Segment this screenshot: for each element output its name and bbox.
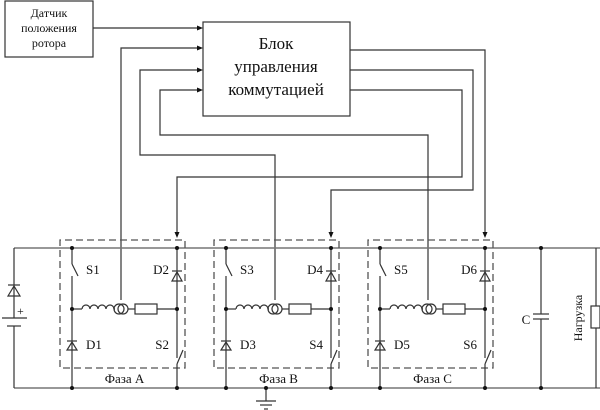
- junction-dot: [483, 307, 487, 311]
- current-sensor-icon: [113, 303, 125, 315]
- arrow-head: [197, 67, 203, 73]
- junction-dot: [224, 307, 228, 311]
- rotor-position-sensor-block: Датчик положения ротора: [4, 0, 94, 58]
- phase-label: Фаза A: [105, 371, 145, 386]
- dc-source: +: [2, 248, 27, 388]
- ground-icon: [256, 386, 276, 410]
- dc-link-capacitor: C: [522, 246, 549, 390]
- arrow-head: [197, 87, 203, 93]
- commutation-control-block: Блок управления коммутацией: [202, 21, 351, 117]
- lower-switch-label: S4: [309, 337, 323, 352]
- switch-upper-icon: [225, 263, 233, 277]
- phase-module-boundary: [213, 239, 340, 369]
- arrow-head: [328, 232, 334, 238]
- junction-dot: [175, 307, 179, 311]
- junction-dot: [175, 386, 179, 390]
- sensor-label-line-1: Датчик: [31, 6, 68, 20]
- switch-lower-icon: [484, 349, 492, 365]
- upper-switch-label: S5: [394, 262, 408, 277]
- phase-label: Фаза B: [259, 371, 298, 386]
- control-label-line-2: управления: [234, 57, 318, 76]
- junction-dot: [175, 246, 179, 250]
- upper-diode-label: D6: [461, 262, 477, 277]
- current-sensor-icon: [267, 303, 279, 315]
- upper-switch-label: S3: [240, 262, 254, 277]
- switch-lower-icon: [330, 349, 338, 365]
- diode-upper-icon: [478, 270, 492, 282]
- junction-dot: [224, 246, 228, 250]
- lower-diode-label: D5: [394, 337, 410, 352]
- switch-lower-icon: [176, 349, 184, 365]
- load: Нагрузка: [571, 248, 600, 388]
- source-diode-icon: [6, 284, 22, 297]
- junction-dot: [483, 246, 487, 250]
- diode-upper-icon: [170, 270, 184, 282]
- sensor-label-line-2: положения: [21, 21, 77, 35]
- junction-dot: [483, 386, 487, 390]
- lower-diode-label: D3: [240, 337, 256, 352]
- junction-dot: [70, 386, 74, 390]
- diode-upper-icon: [324, 270, 338, 282]
- diode-lower-icon: [65, 340, 79, 351]
- junction-dot: [378, 386, 382, 390]
- junction-dot: [70, 246, 74, 250]
- arrow-head: [482, 232, 488, 238]
- junction-dot: [329, 386, 333, 390]
- dc-bus: [14, 247, 600, 389]
- load-label: Нагрузка: [571, 294, 585, 341]
- inductor-icon: [235, 304, 269, 310]
- upper-switch-label: S1: [86, 262, 100, 277]
- junction-dot: [539, 386, 543, 390]
- battery-polarity-label: +: [17, 304, 24, 318]
- junction-dot: [224, 386, 228, 390]
- arrow-head: [197, 45, 203, 51]
- junction-dot: [329, 246, 333, 250]
- lower-diode-label: D1: [86, 337, 102, 352]
- phase-label: Фаза C: [413, 371, 452, 386]
- phase-module-boundary: [367, 239, 494, 369]
- lower-switch-label: S2: [155, 337, 169, 352]
- resistor-icon: [288, 303, 312, 315]
- arrow-head: [197, 25, 203, 31]
- control-wires-out: [174, 49, 488, 238]
- resistor-icon: [442, 303, 466, 315]
- control-label-line-1: Блок: [259, 34, 295, 53]
- control-label-line-3: коммутацией: [228, 80, 324, 99]
- junction-dot: [70, 307, 74, 311]
- junction-dot: [539, 246, 543, 250]
- phase-module-boundary: [59, 239, 186, 369]
- inductor-icon: [389, 304, 423, 310]
- capacitor-label: C: [522, 312, 531, 327]
- current-sensor-icon: [421, 303, 433, 315]
- junction-dot: [378, 307, 382, 311]
- inductor-icon: [81, 304, 115, 310]
- switch-upper-icon: [71, 263, 79, 277]
- sensor-label-line-3: ротора: [32, 36, 67, 50]
- junction-dot: [329, 307, 333, 311]
- upper-diode-label: D2: [153, 262, 169, 277]
- diode-lower-icon: [373, 340, 387, 351]
- junction-dot: [378, 246, 382, 250]
- diode-lower-icon: [219, 340, 233, 351]
- upper-diode-label: D4: [307, 262, 323, 277]
- resistor-icon: [134, 303, 158, 315]
- switch-upper-icon: [379, 263, 387, 277]
- arrow-head: [174, 232, 180, 238]
- lower-switch-label: S6: [463, 337, 477, 352]
